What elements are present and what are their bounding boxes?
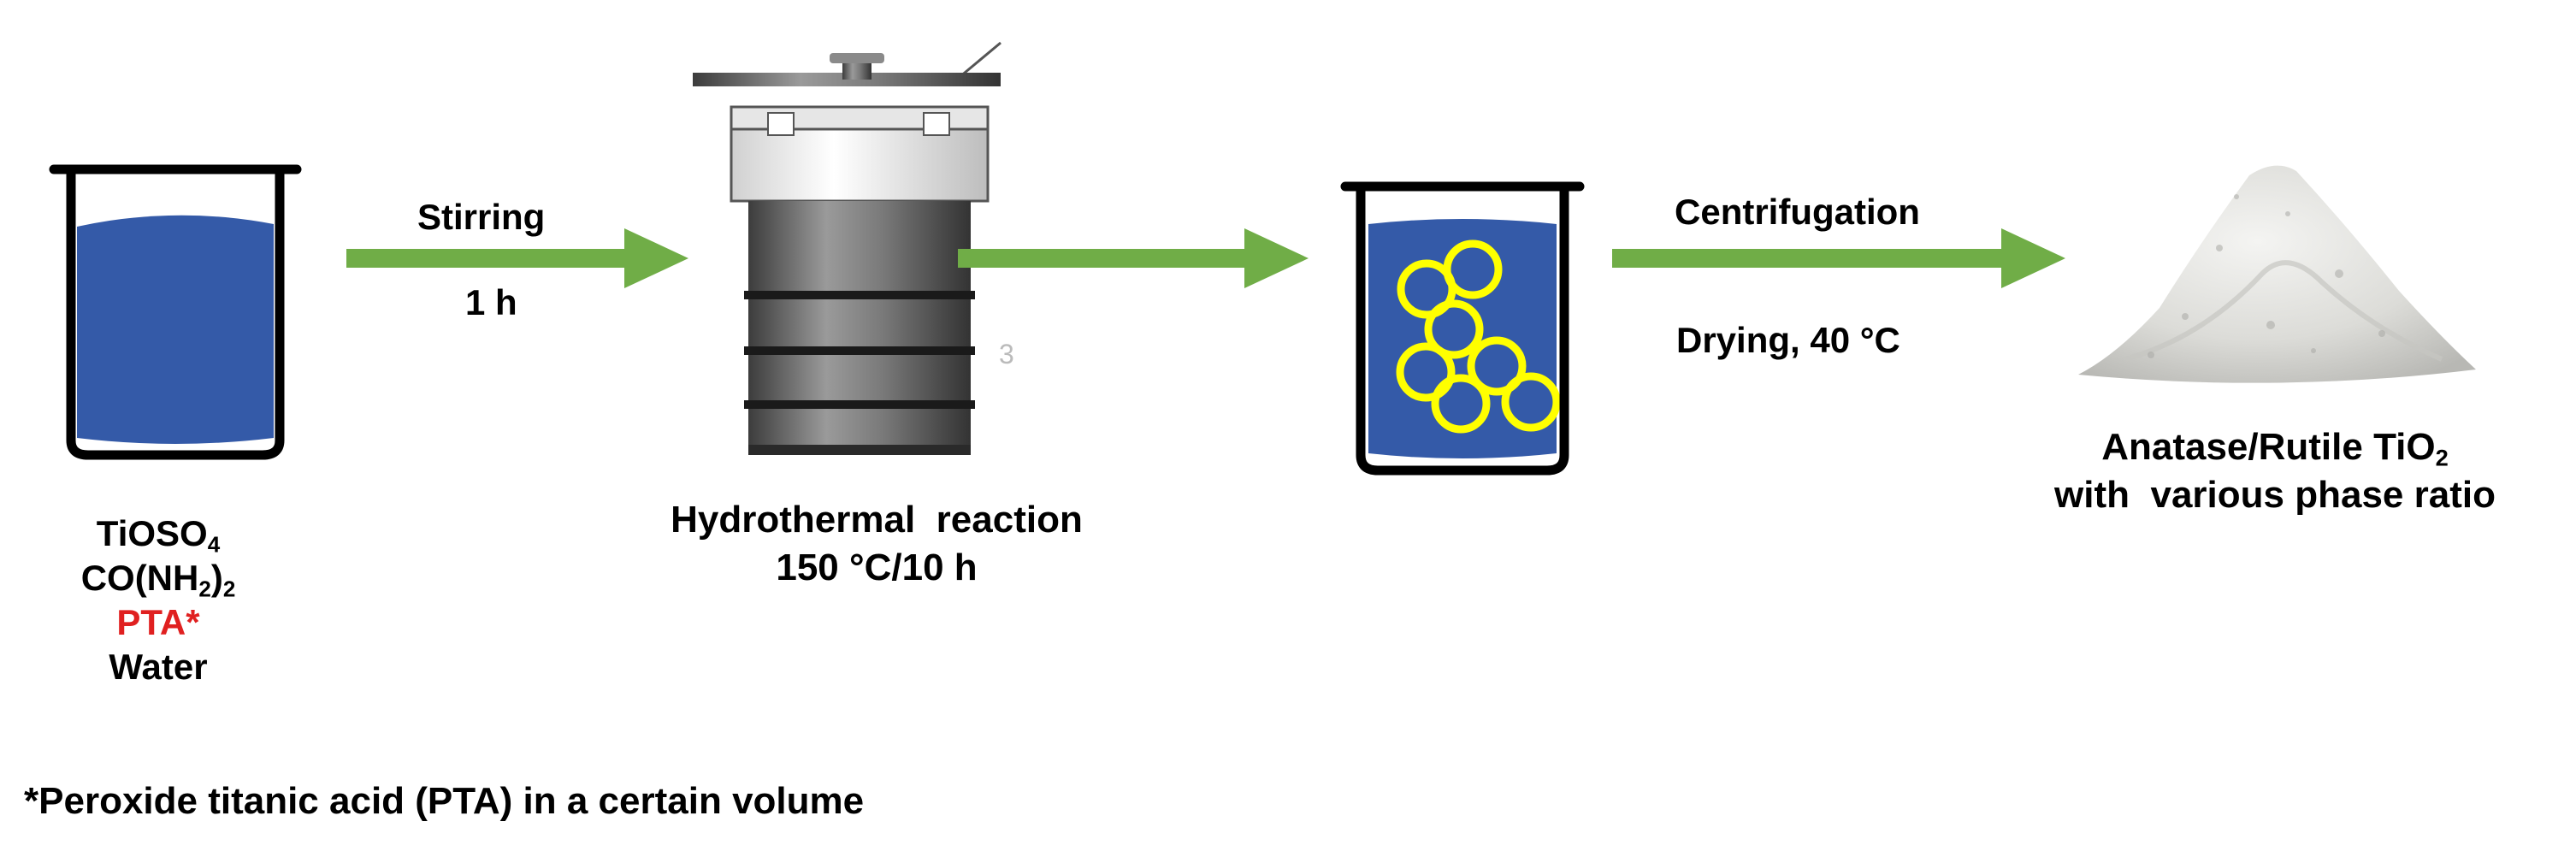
arrow-3 [1612,228,2065,288]
reagent-tioso4: TiOSO4 [96,513,221,558]
beaker-1-outline [49,164,302,460]
reagent-list: TiOSO4 CO(NH2)2 PTA* Water [47,511,269,689]
particles [1396,239,1561,434]
arrow-1-bottom-label: 1 h [465,282,517,322]
tio2-powder-icon [2078,165,2476,383]
arrow-3-bottom-label: Drying, 40 °C [1676,320,1900,360]
hydrothermal-conditions: 150 °C/10 h [776,547,978,588]
beaker-2-icon [1340,181,1585,476]
autoclave-body [748,201,971,453]
autoclave-icon [693,41,1001,455]
stray-mark: 3 [999,339,1014,369]
arrow-2 [958,228,1309,288]
product-line-1: Anatase/Rutile TiO2 [2101,426,2449,471]
arrow-1 [346,228,688,288]
arrow-3-top-label: Centrifugation [1675,192,1920,232]
reagent-pta: PTA* [116,602,200,642]
beaker-2-outline [1340,181,1585,476]
beaker-2-liquid [1368,219,1557,458]
product-line-2: with various phase ratio [2054,474,2496,516]
hydrothermal-title: Hydrothermal reaction [671,499,1083,541]
reagent-urea: CO(NH2)2 [80,558,236,602]
arrow-1-top-label: Stirring [417,197,546,237]
reagent-water: Water [109,647,208,687]
beaker-1-icon [49,164,302,460]
footnote: *Peroxide titanic acid (PTA) in a certai… [24,780,865,822]
beaker-1-liquid [77,215,274,444]
product-label: Anatase/Rutile TiO2 with various phase r… [1993,423,2557,519]
hydrothermal-label: Hydrothermal reaction 150 °C/10 h [603,496,1150,592]
